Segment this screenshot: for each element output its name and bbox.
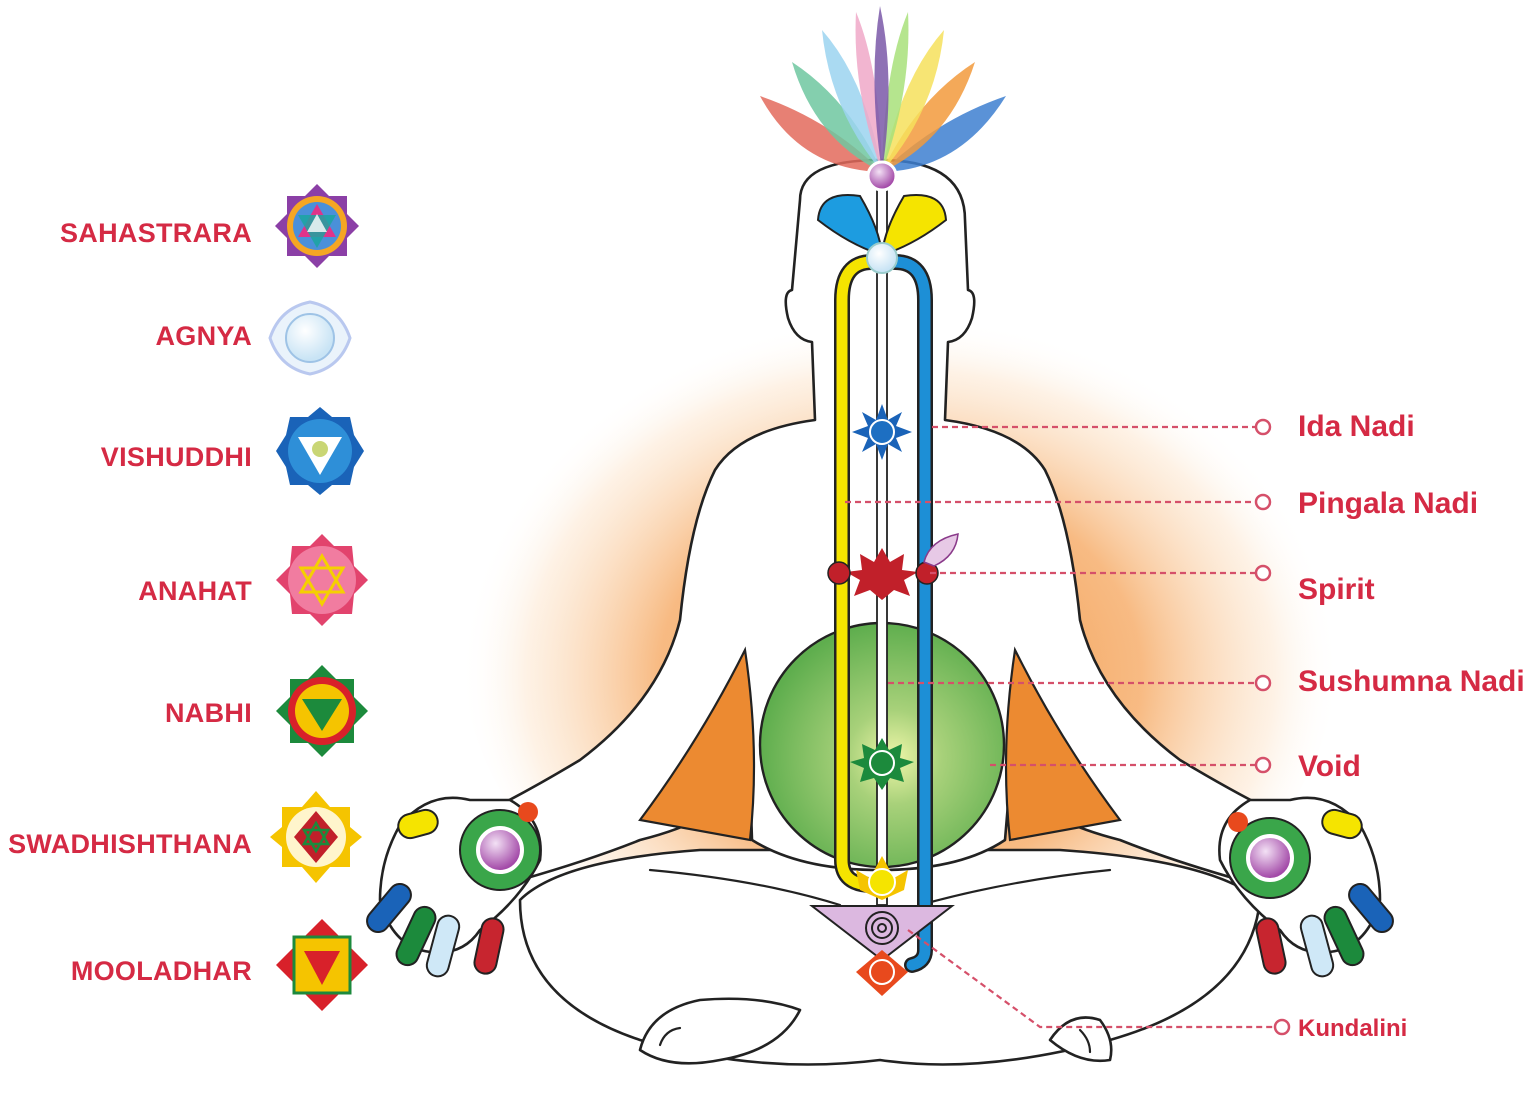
mooladhar-marker: [856, 950, 908, 996]
swadhishthana-chakra-icon: [270, 791, 362, 883]
ida-nadi-channel: [889, 256, 931, 971]
anahat-chakra-icon: [276, 534, 368, 626]
chakra-legend: SAHASTRARA AGNYA VISHUDDHI ANAHAT: [8, 184, 368, 1011]
lotus-crown: [760, 6, 1006, 192]
callout-kundalini: Kundalini: [1298, 1015, 1407, 1042]
vishuddhi-marker: [852, 404, 912, 460]
mooladhar-chakra-icon: [276, 919, 368, 1011]
sahastrara-chakra-icon: [275, 184, 359, 268]
callout-void: Void: [1298, 750, 1361, 783]
nabhi-marker: [850, 738, 914, 790]
kundalini-triangle: [809, 905, 955, 962]
chakra-label-mooladhar: MOOLADHAR: [71, 956, 252, 986]
anahat-marker: [827, 533, 959, 600]
callout-leaders: [845, 418, 1291, 1036]
sushumna-nadi-channel: [876, 184, 888, 906]
callout-pingala-nadi: Pingala Nadi: [1298, 487, 1478, 520]
chakra-label-vishuddhi: VISHUDDHI: [101, 442, 252, 472]
callout-spirit: Spirit: [1298, 573, 1375, 606]
chakra-label-agnya: AGNYA: [155, 321, 252, 351]
callout-ida-nadi: Ida Nadi: [1298, 410, 1415, 443]
chakra-label-anahat: ANAHAT: [138, 576, 252, 606]
chakra-label-sahastrara: SAHASTRARA: [60, 218, 252, 248]
vishuddhi-chakra-icon: [276, 407, 364, 495]
agnya-point: [866, 242, 898, 274]
swadhishthana-marker: [856, 856, 908, 900]
nabhi-chakra-icon: [276, 665, 368, 757]
callout-sushumna-nadi: Sushumna Nadi: [1298, 665, 1525, 698]
chakra-label-nabhi: NABHI: [165, 698, 252, 728]
agnya-chakra-icon: [268, 300, 352, 376]
chakra-label-swadhishthana: SWADHISHTHANA: [8, 829, 252, 859]
